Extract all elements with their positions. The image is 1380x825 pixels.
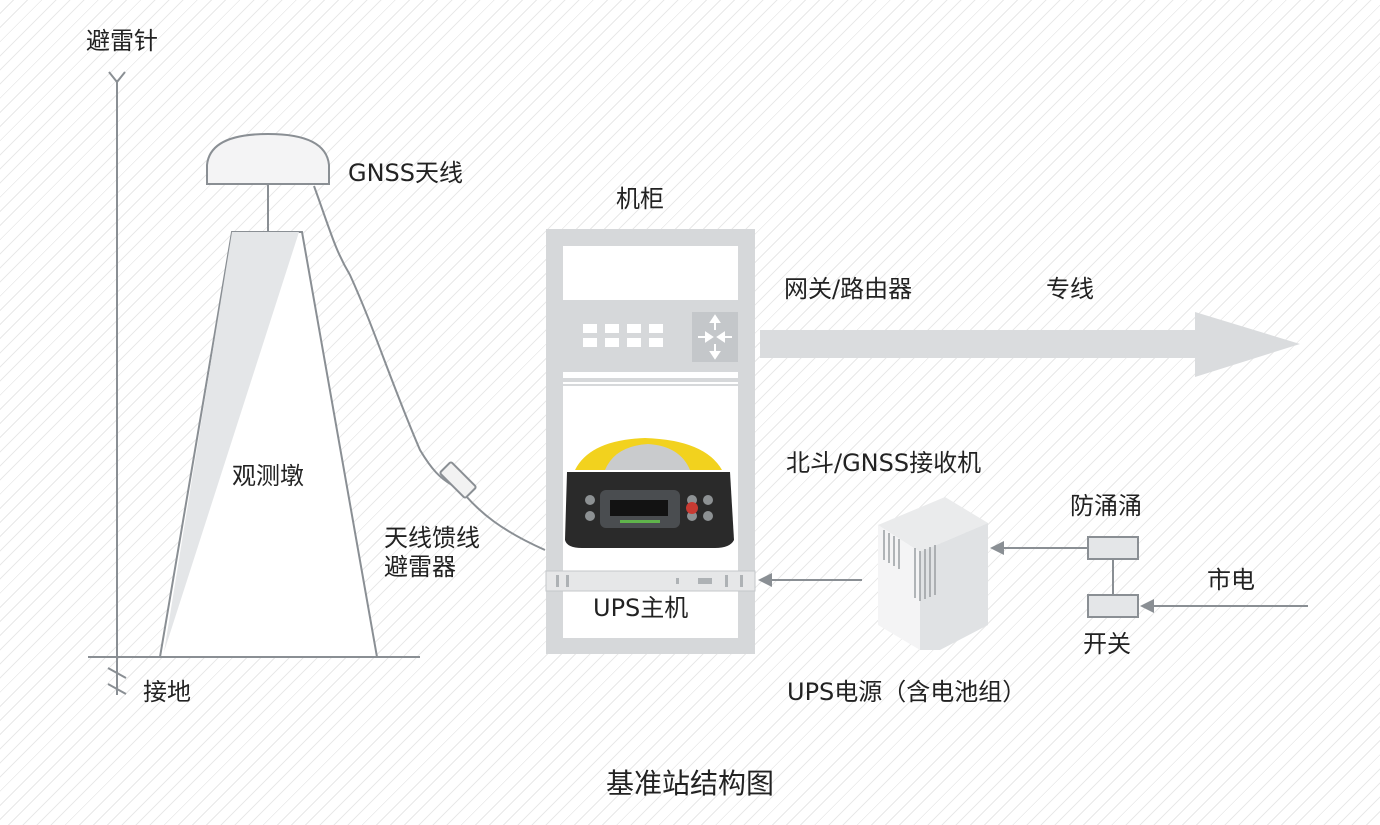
- surge-protector: [1087, 536, 1139, 560]
- observation-pier-label: 观测墩: [232, 462, 304, 490]
- gnss-antenna: [206, 132, 330, 232]
- switch-box: [1087, 594, 1139, 618]
- router-icon: [692, 312, 738, 362]
- feeder-arrester-device: [439, 461, 477, 499]
- dedicated-line-label: 专线: [1046, 275, 1094, 303]
- observation-pier: [158, 231, 379, 658]
- dedicated-line-arrow: [760, 312, 1300, 377]
- gnss-receiver: [565, 438, 734, 548]
- lightning-rod: [107, 71, 127, 695]
- feeder-arrester-label-line2: 避雷器: [384, 553, 456, 581]
- ups-power-label: UPS电源（含电池组）: [787, 678, 1027, 706]
- surge-protector-label: 防涌涌: [1070, 492, 1142, 520]
- feeder-arrester-label-line1: 天线馈线: [384, 524, 480, 552]
- gnss-antenna-label: GNSS天线: [348, 159, 464, 187]
- ups-host-unit: [545, 570, 756, 592]
- mains-arrow: [1140, 599, 1308, 613]
- diagram-caption: 基准站结构图: [605, 767, 774, 800]
- cabinet: [545, 229, 756, 654]
- lightning-rod-label: 避雷针: [86, 27, 158, 55]
- ground-label: 接地: [143, 678, 191, 706]
- switch-label: 开关: [1083, 630, 1131, 658]
- mains-label: 市电: [1207, 566, 1255, 594]
- surge-to-ups-arrow: [990, 541, 1088, 555]
- ups-feed-arrow: [758, 573, 862, 587]
- ups-power-tower: [878, 497, 988, 650]
- receiver-label: 北斗/GNSS接收机: [786, 449, 982, 477]
- ups-host-label: UPS主机: [593, 594, 689, 622]
- gateway-router-label: 网关/路由器: [784, 275, 913, 303]
- antenna-feeder-cable: [313, 185, 546, 551]
- cabinet-label: 机柜: [616, 185, 664, 213]
- feeder-arrester-label: 天线馈线 避雷器: [384, 524, 480, 582]
